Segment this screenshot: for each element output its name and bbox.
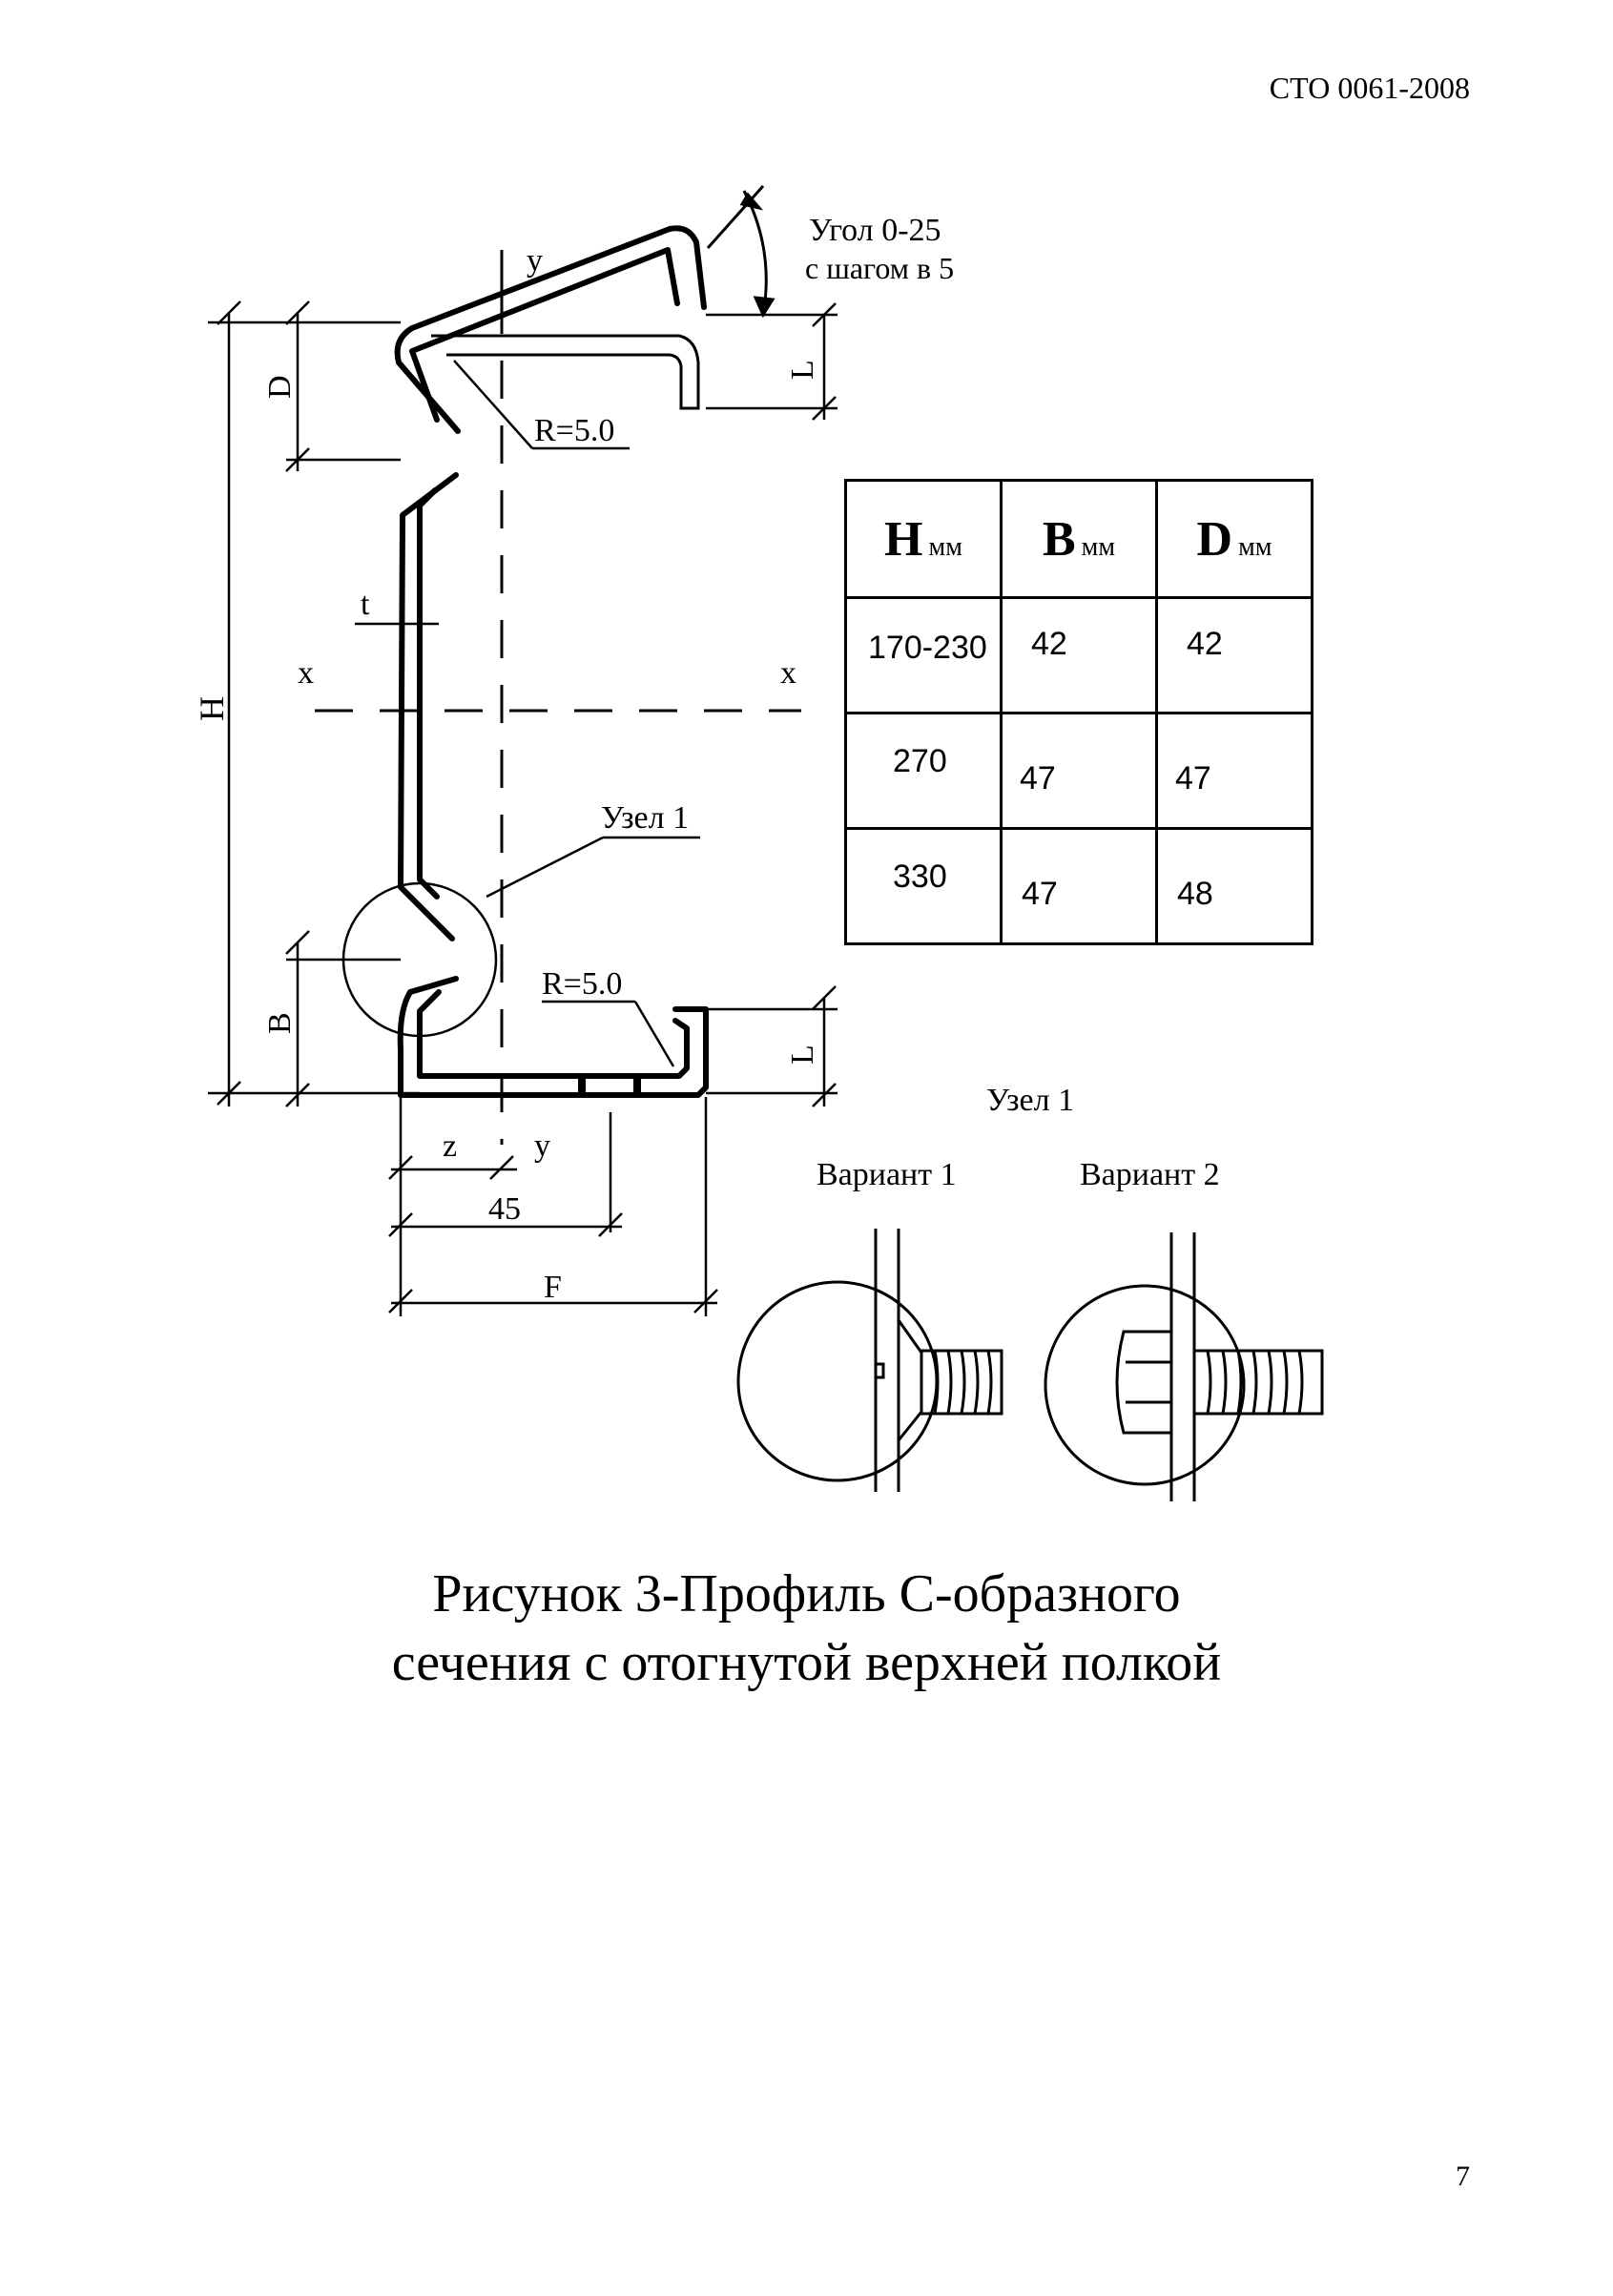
dim-label-f: F [544, 1270, 562, 1305]
dim-label-d: D [262, 375, 298, 399]
dim-label-45: 45 [488, 1191, 521, 1227]
caption-line-2: сечения с отогнутой верхней полкой [391, 1633, 1222, 1692]
cell-d: 48 [1155, 827, 1313, 945]
bolt-slot [578, 1076, 641, 1095]
document-code: СТО 0061-2008 [1269, 71, 1470, 105]
table-row: 270 47 47 [844, 712, 1313, 830]
cell-h: 330 [844, 827, 1003, 945]
alternate-flange-outline [431, 334, 700, 410]
dim-label-t: t [361, 587, 370, 622]
axis-lines [315, 296, 801, 1145]
cell-d: 42 [1155, 596, 1313, 714]
x-axis-label-left: x [298, 655, 314, 691]
table-row: 170-230 42 42 [844, 596, 1313, 714]
y-axis-label-bottom: y [534, 1128, 550, 1164]
cell-d: 47 [1155, 712, 1313, 830]
dimension-lines [208, 300, 838, 1316]
table-row: 330 47 48 [844, 827, 1313, 945]
angle-label-line1: Угол 0-25 [809, 213, 941, 248]
angle-indicator [706, 185, 775, 319]
variant-2-label: Вариант 2 [1080, 1157, 1220, 1192]
dim-label-h: H [193, 696, 231, 721]
cell-b: 47 [1000, 827, 1158, 945]
variant-1-detail [736, 1229, 1003, 1492]
dim-label-b: B [262, 1012, 298, 1034]
y-axis-label-top: y [527, 243, 543, 279]
variant-1-label: Вариант 1 [817, 1157, 957, 1192]
c-profile-outline [394, 225, 709, 1098]
dim-label-l-top: L [785, 360, 820, 380]
page-number: 7 [1456, 2161, 1470, 2192]
figure-caption: Рисунок 3-Профиль С-образного сечения с … [0, 1560, 1613, 1697]
radius-label-top: R=5.0 [534, 413, 614, 448]
dim-label-z: z [443, 1128, 457, 1164]
angle-label-line2: с шагом в 5 [805, 251, 954, 285]
node-label: Узел 1 [601, 800, 689, 836]
detail-title: Узел 1 [986, 1083, 1074, 1118]
cell-b: 42 [1000, 596, 1158, 714]
dim-label-l-bottom: L [785, 1045, 820, 1065]
caption-line-1: Рисунок 3-Профиль С-образного [432, 1564, 1181, 1624]
cell-h: 270 [844, 712, 1003, 830]
cell-b: 47 [1000, 712, 1158, 830]
cell-h: 170-230 [844, 596, 1003, 714]
radius-label-bottom: R=5.0 [542, 966, 622, 1002]
x-axis-label-right: x [780, 655, 796, 691]
node-1-circle [341, 881, 498, 1038]
variant-2-detail [1044, 1232, 1324, 1501]
